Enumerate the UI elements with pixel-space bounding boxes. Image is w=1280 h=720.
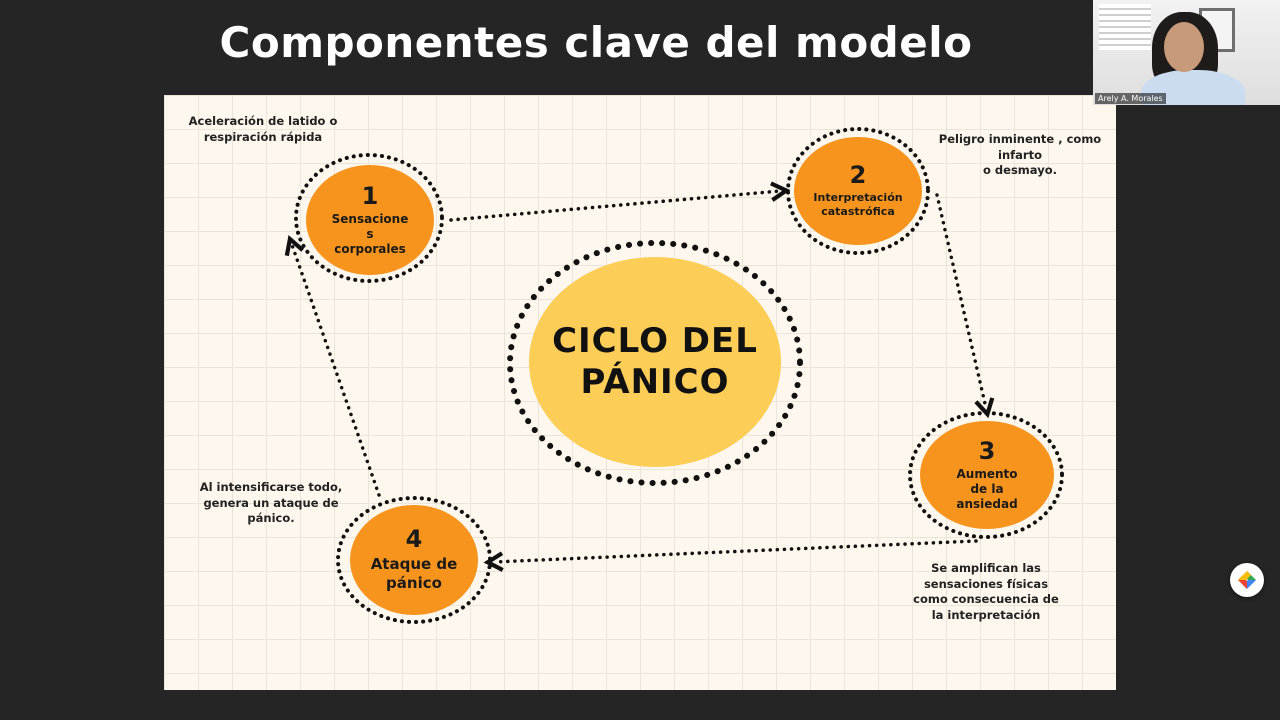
center-label-line-1: CICLO DEL (552, 321, 758, 362)
center-label-line-2: PÁNICO (580, 362, 730, 402)
note-line: pánico. (247, 511, 295, 526)
step-1-label-line: s (366, 226, 374, 241)
note-line: o desmayo. (983, 163, 1057, 178)
arrow-4-to-1 (284, 235, 381, 497)
note-line: respiración rápida (203, 129, 323, 144)
step-3-label-line: Aumento (956, 466, 1018, 481)
arrow-3-to-4 (483, 539, 978, 572)
arrow-2-to-3 (935, 193, 995, 419)
note-line: Peligro inminente , como (938, 132, 1102, 146)
note-line: Se amplifican las (931, 561, 1041, 575)
step-3-label-line: ansiedad (956, 496, 1018, 511)
step-2-circle: 2 Interpretación catastrófica (794, 137, 922, 245)
arrow-1-to-2 (449, 181, 791, 222)
step-1-label-line: Sensacione (331, 211, 409, 226)
note-line: Al intensificarse todo, (199, 480, 343, 494)
step-3-number: 3 (978, 436, 996, 465)
step-1-label-line: corporales (334, 241, 406, 256)
note-line: como consecuencia de (913, 592, 1059, 607)
window-blinds (1099, 4, 1151, 50)
cycle-diagram (284, 127, 1064, 624)
step-3-note: Se amplifican las sensaciones físicas co… (899, 561, 1073, 623)
step-2-label-line: Interpretación (813, 191, 903, 205)
note-line: Aceleración de latido o (188, 114, 338, 128)
step-4-label-line: pánico (386, 574, 442, 592)
note-line: sensaciones físicas (923, 576, 1049, 591)
step-2-label-line: catastrófica (821, 205, 895, 218)
floating-app-button[interactable] (1230, 563, 1264, 597)
participant-name: Arely A. Morales (1095, 93, 1166, 104)
note-line: genera un ataque de (203, 495, 339, 510)
participant-video-tile[interactable]: Arely A. Morales (1093, 0, 1280, 105)
note-line: la interpretación (931, 607, 1041, 622)
center-cycle-circle: CICLO DEL PÁNICO (529, 257, 781, 467)
step-4-number: 4 (405, 525, 423, 554)
step-3-label-line: de la (970, 481, 1004, 496)
center-dotted-ring (507, 240, 803, 486)
step-1-dotted-ring (294, 153, 444, 283)
participant-face (1164, 22, 1204, 72)
step-3-circle: 3 Aumento de la ansiedad (920, 421, 1054, 529)
step-1-note: Aceleración de latido o respiración rápi… (174, 114, 352, 145)
slide-title: Componentes clave del modelo (219, 18, 973, 67)
note-line: infarto (998, 147, 1042, 162)
step-2-number: 2 (849, 161, 867, 190)
step-2-note: Peligro inminente , como infarto o desma… (930, 132, 1110, 179)
step-1-circle: 1 Sensacione s corporales (306, 165, 434, 275)
app-logo-icon (1238, 571, 1256, 589)
presentation-slide: CICLO DEL PÁNICO 1 Sensacione s corporal… (164, 95, 1116, 690)
step-4-label-line: Ataque de (370, 555, 458, 574)
step-4-note: Al intensificarse todo, genera un ataque… (184, 480, 358, 527)
step-4-circle: 4 Ataque de pánico (350, 505, 478, 615)
step-1-number: 1 (361, 181, 379, 210)
